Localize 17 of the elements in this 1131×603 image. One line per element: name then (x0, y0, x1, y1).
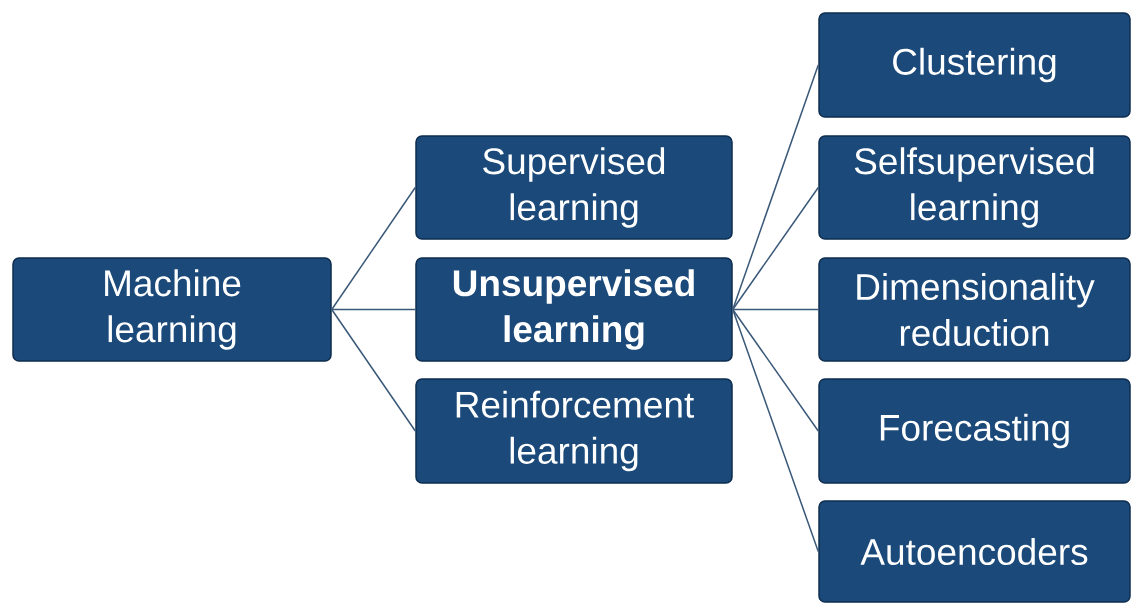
connector-line (732, 186, 819, 311)
process-box: Reinforcement learning (415, 378, 733, 484)
process-box: Autoencoders (818, 500, 1131, 603)
process-box: Clustering (818, 12, 1131, 118)
connector-line (732, 64, 819, 311)
connector-line (331, 308, 416, 311)
connector-line (331, 308, 416, 432)
process-box: Forecasting (818, 378, 1131, 484)
process-box: Unsupervised learning (415, 257, 733, 362)
process-box: Supervised learning (415, 135, 733, 240)
connector-line (331, 186, 416, 311)
connector-line (732, 308, 819, 311)
process-box: Machine learning (12, 257, 332, 362)
connector-line (732, 308, 819, 553)
connector-line (732, 308, 819, 432)
process-box: Selfsupervised learning (818, 135, 1131, 240)
process-box: Dimensionality reduction (818, 257, 1131, 362)
